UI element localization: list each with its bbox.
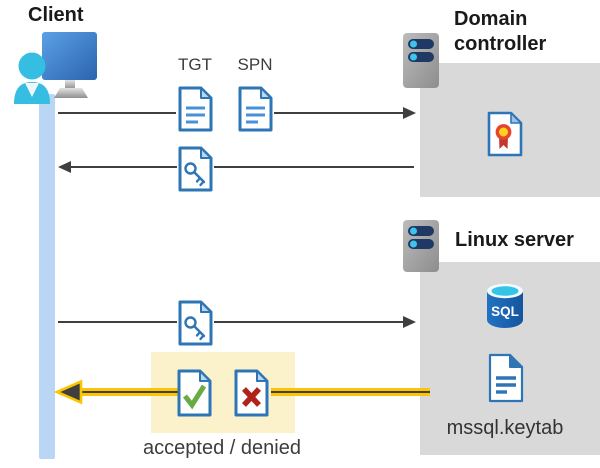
spn-document-icon [237,85,274,133]
linux-server-icon [402,219,440,273]
client-workstation-icon [8,28,100,106]
request-arrow-head [403,106,416,119]
keytab-label: mssql.keytab [446,417,564,439]
denied-x-document-icon [233,368,270,418]
service-arrow-head [403,315,416,328]
result-arrow-line [271,388,430,396]
tgt-label: TGT [178,55,212,74]
key-document-icon-2 [177,299,214,347]
domain-controller-title: Domain controller [454,8,547,55]
key-document-icon [177,145,214,193]
request-arrow-line [58,112,176,114]
keytab-document-icon [487,352,525,404]
linux-server-title: Linux server [455,229,574,251]
request-arrow-line [274,112,404,114]
accepted-check-document-icon [176,368,213,418]
ticket-arrow-head [58,160,71,173]
sql-database-icon: SQL [485,282,525,330]
sql-label: SQL [491,304,519,319]
service-arrow-line [58,321,177,323]
result-arrow-head [54,379,178,405]
certificate-document-icon [486,110,524,158]
service-arrow-line [214,321,404,323]
domain-controller-server-icon [402,32,440,89]
client-timeline [39,94,55,459]
spn-label: SPN [237,55,273,74]
result-label: accepted / denied [143,437,301,459]
tgt-document-icon [177,85,214,133]
ticket-arrow-line [214,166,414,168]
ticket-arrow-line [70,166,177,168]
client-title: Client [28,4,84,26]
